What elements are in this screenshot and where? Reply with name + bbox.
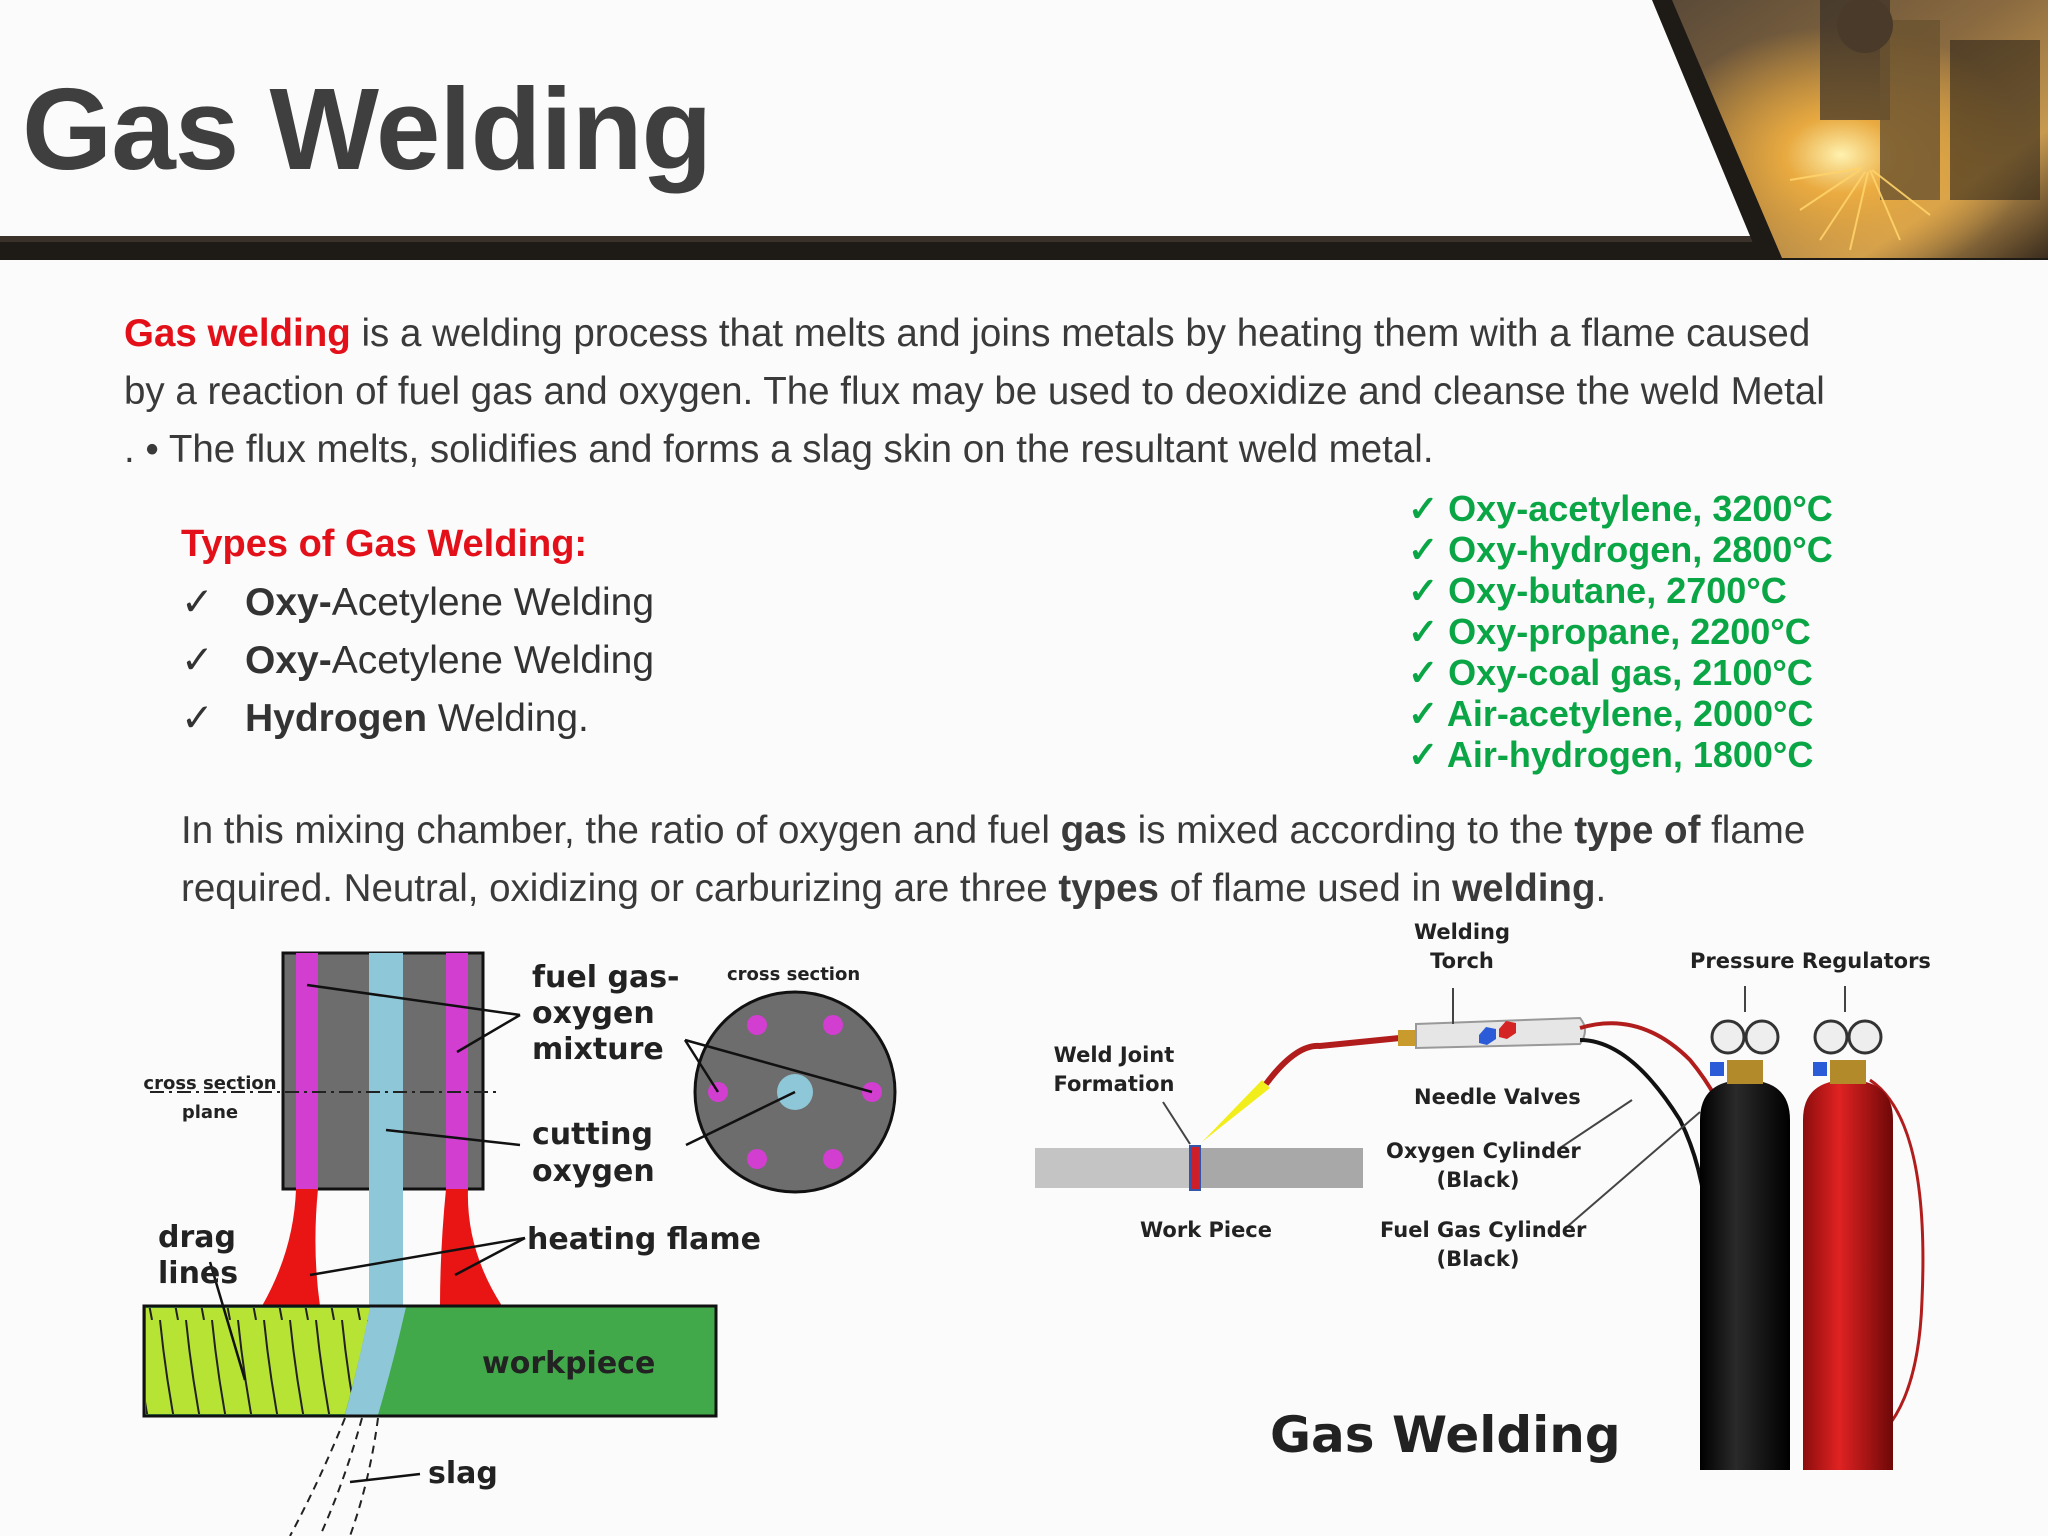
label-line: (Black) — [1436, 1247, 1520, 1271]
check-icon: ✓ — [181, 639, 214, 682]
label-work-piece: Work Piece — [1140, 1218, 1272, 1242]
type-item-bold: Oxy- — [245, 581, 332, 624]
mixing-bold: type of — [1574, 809, 1701, 852]
check-icon: ✓ — [181, 697, 214, 740]
welder-photo — [1672, 0, 2048, 258]
intro-line-1: Gas welding is a welding process that me… — [124, 312, 1810, 356]
type-item: ✓ Hydrogen Welding. — [181, 696, 589, 741]
page-title: Gas Welding — [22, 64, 712, 194]
label-cross-section-plane: cross section plane — [140, 1069, 280, 1127]
mixing-line-1: In this mixing chamber, the ratio of oxy… — [181, 809, 1805, 853]
types-heading: Types of Gas Welding: — [181, 523, 588, 565]
type-item-text: Welding. — [427, 697, 589, 740]
mixing-bold: welding — [1452, 867, 1596, 910]
mixing-text: of flame used in — [1158, 867, 1453, 910]
temp-item: ✓ Oxy-coal gas, 2100°C — [1408, 652, 1813, 693]
intro-line-2: by a reaction of fuel gas and oxygen. Th… — [124, 370, 1825, 413]
label-oxygen-cylinder: Oxygen Cylinder (Black) — [1386, 1137, 1581, 1195]
mixing-line-2: required. Neutral, oxidizing or carburiz… — [181, 867, 1606, 911]
label-line: Weld Joint — [1053, 1043, 1175, 1067]
mixing-text: required. Neutral, oxidizing or carburiz… — [181, 867, 1059, 910]
label-line: cutting — [532, 1117, 653, 1152]
label-line: cross section — [143, 1073, 277, 1094]
label-line: Torch — [1430, 949, 1494, 973]
type-item-text: Acetylene Welding — [331, 581, 655, 624]
intro-term: Gas welding — [124, 312, 351, 355]
check-icon: ✓ — [181, 581, 214, 624]
label-line: fuel gas- — [532, 960, 680, 995]
header-banner — [0, 0, 2048, 260]
label-line: Fuel Gas Cylinder — [1380, 1218, 1587, 1242]
mixing-text: . — [1595, 867, 1607, 910]
temp-item: ✓ Oxy-hydrogen, 2800°C — [1408, 529, 1833, 570]
temp-item: ✓ Oxy-acetylene, 3200°C — [1408, 488, 1833, 529]
mixing-bold: types — [1058, 867, 1159, 910]
label-cross-section: cross section — [727, 964, 861, 985]
temp-item: ✓ Oxy-propane, 2200°C — [1408, 611, 1811, 652]
label-line: drag — [158, 1220, 236, 1255]
label-line: oxygen — [532, 996, 655, 1031]
label-line: lines — [158, 1256, 239, 1291]
fuel-gas-cylinder — [1803, 1080, 1893, 1470]
label-heating-flame: heating flame — [527, 1222, 761, 1257]
mixing-text: flame — [1700, 809, 1806, 852]
type-item-bold: Oxy- — [245, 639, 332, 682]
diagram-caption: Gas Welding — [1270, 1406, 1621, 1464]
label-line: oxygen — [532, 1154, 655, 1189]
intro-line-1-text: is a welding process that melts and join… — [350, 312, 1811, 355]
temp-item: ✓ Air-hydrogen, 1800°C — [1408, 734, 1814, 775]
gas-welding-equipment-diagram — [1035, 986, 1925, 1470]
temp-item: ✓ Air-acetylene, 2000°C — [1408, 693, 1814, 734]
label-workpiece: workpiece — [482, 1346, 656, 1381]
mixing-text: In this mixing chamber, the ratio of oxy… — [181, 809, 1061, 852]
label-line: plane — [181, 1102, 239, 1123]
type-item-bold: Hydrogen — [245, 697, 428, 740]
temp-item: ✓ Oxy-butane, 2700°C — [1408, 570, 1787, 611]
label-needle-valves: Needle Valves — [1414, 1085, 1581, 1109]
label-line: mixture — [532, 1032, 664, 1067]
mixing-text: is mixed according to the — [1126, 809, 1575, 852]
label-slag: slag — [428, 1456, 498, 1491]
label-pressure-regulators: Pressure Regulators — [1690, 949, 1931, 973]
mixing-bold: gas — [1060, 809, 1127, 852]
label-fuel-gas-cylinder: Fuel Gas Cylinder (Black) — [1380, 1216, 1587, 1274]
type-item: ✓ Oxy-Acetylene Welding — [181, 638, 654, 683]
label-line: Formation — [1053, 1072, 1175, 1096]
oxygen-cylinder — [1700, 1080, 1790, 1470]
cutting-torch-diagram — [142, 951, 897, 1536]
label-line: Oxygen Cylinder — [1386, 1139, 1581, 1163]
label-line: (Black) — [1436, 1168, 1520, 1192]
intro-line-3: . • The flux melts, solidifies and forms… — [124, 428, 1434, 471]
pressure-regulator-icon — [1710, 1019, 1780, 1084]
label-line: Welding — [1413, 920, 1511, 944]
type-item-text: Acetylene Welding — [331, 639, 655, 682]
type-item: ✓ Oxy-Acetylene Welding — [181, 580, 654, 625]
pressure-regulator-icon — [1813, 1019, 1883, 1084]
